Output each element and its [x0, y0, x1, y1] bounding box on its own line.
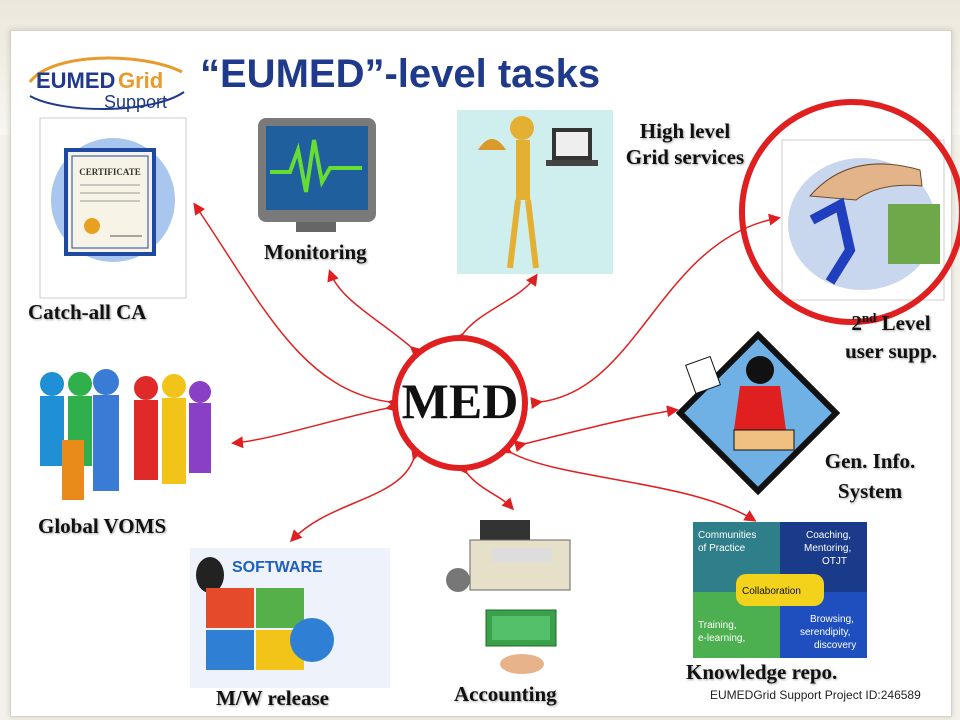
- monitor-icon: [258, 118, 376, 232]
- arrow-knowledge: [499, 442, 757, 522]
- certificate-heading: CERTIFICATE: [79, 167, 141, 177]
- puzzle-tl-line2: of Practice: [698, 543, 746, 554]
- puzzle-br-line3: discovery: [814, 640, 856, 651]
- connector-arrows: [193, 202, 781, 543]
- puzzle-br-line1: Browsing,: [810, 614, 854, 625]
- arrow-gen-info: [513, 405, 679, 453]
- label-second-level-support: 2nd Level user supp.: [826, 304, 956, 365]
- page-title: “EUMED”-level tasks: [200, 52, 601, 96]
- label-gen-info-line2: System: [837, 479, 903, 503]
- logo-grid-text: Grid: [118, 68, 163, 93]
- puzzle-tr-line3: OTJT: [822, 556, 847, 567]
- label-second-level-sup: nd: [861, 310, 877, 325]
- label-second-level-line2: user supp.: [845, 339, 937, 363]
- label-gen-info-line1: Gen. Info.: [824, 449, 916, 473]
- puzzle-bl-line1: Training,: [698, 620, 737, 631]
- butler-icon: [457, 110, 613, 274]
- label-knowledge-repo: Knowledge repo.: [686, 660, 838, 684]
- arrow-catch-all-ca: [193, 202, 400, 410]
- label-second-level-word: Level: [876, 311, 931, 335]
- label-second-level-num: 2: [851, 311, 862, 335]
- software-heading: SOFTWARE: [232, 559, 323, 576]
- arrow-accounting: [455, 461, 515, 511]
- label-accounting: Accounting: [454, 682, 557, 706]
- puzzle-bl-line2: e-learning,: [698, 633, 745, 644]
- label-gen-info-system: Gen. Info. System: [805, 446, 935, 506]
- med-center-circle: [392, 335, 528, 471]
- label-mw-release: M/W release: [216, 686, 329, 710]
- puzzle-center: Collaboration: [742, 586, 801, 597]
- eumedgrid-support-logo: EUMED Grid Support: [22, 52, 192, 114]
- label-second-level-line1: 2nd Level: [826, 304, 956, 337]
- label-high-level-line2: Grid services: [625, 145, 745, 169]
- label-high-level-line1: High level: [639, 119, 731, 143]
- arrow-global-voms: [231, 400, 399, 449]
- certificate-icon: CERTIFICATE: [39, 117, 187, 299]
- puzzle-tr-line1: Coaching,: [806, 530, 851, 541]
- arrow-monitoring: [327, 269, 423, 359]
- label-monitoring: Monitoring: [264, 240, 367, 264]
- logo-eumed-text: EUMED: [36, 68, 115, 93]
- cash-register-icon: [446, 520, 571, 674]
- people-crowd-icon: [34, 366, 216, 506]
- puzzle-tl-line1: Communities: [698, 530, 756, 541]
- highlight-ring: [739, 99, 960, 325]
- arrow-high-level: [451, 273, 538, 346]
- arrow-mw-release: [289, 447, 423, 543]
- software-box-icon: SOFTWARE: [190, 548, 390, 688]
- logo-support-text: Support: [104, 92, 167, 112]
- puzzle-tr-line2: Mentoring,: [804, 543, 851, 554]
- helping-hand-icon: [781, 139, 945, 301]
- knowledge-puzzle-icon: Communities of Practice Coaching, Mentor…: [693, 522, 867, 658]
- med-center-label: MED: [401, 373, 519, 429]
- puzzle-br-line2: serendipity,: [800, 627, 850, 638]
- arrow-second-level: [530, 213, 781, 410]
- label-high-level-grid-services: High level Grid services: [600, 118, 770, 170]
- label-global-voms: Global VOMS: [38, 514, 167, 538]
- footer-project-id: EUMEDGrid Support Project ID:246589: [710, 688, 921, 702]
- label-catch-all-ca: Catch-all CA: [28, 300, 147, 324]
